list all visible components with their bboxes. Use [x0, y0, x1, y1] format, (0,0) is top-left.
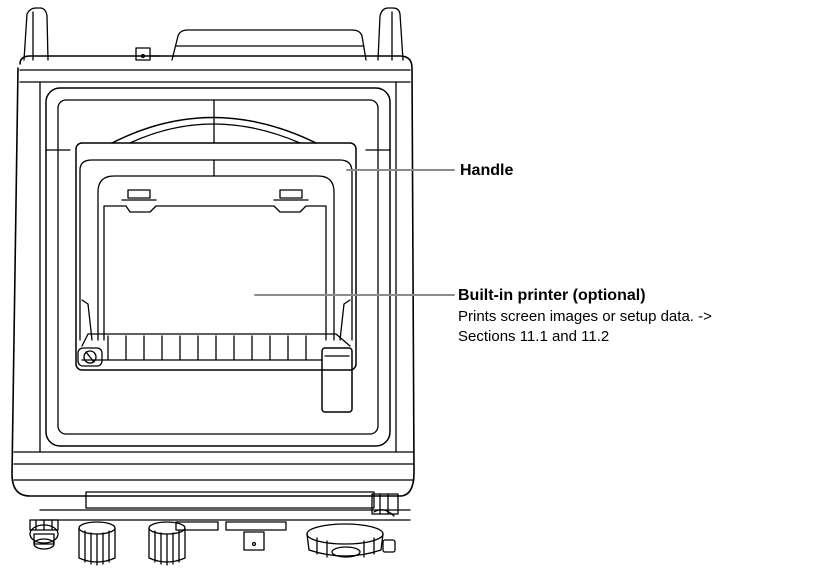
tear-bar-ribs	[107, 335, 307, 361]
knob-center-right	[148, 521, 186, 566]
printer-label: Built-in printer (optional)	[458, 287, 646, 304]
printer-description-line1: Prints screen images or setup data. ->	[458, 308, 712, 325]
knob-right	[306, 523, 396, 558]
printer-description-line2: Sections 11.1 and 11.2	[458, 328, 610, 345]
handle-label: Handle	[460, 162, 514, 179]
left-antenna	[23, 7, 49, 61]
main-housing	[11, 55, 415, 497]
handle-arch	[111, 99, 317, 144]
printer-window	[75, 142, 357, 413]
knob-center-left	[78, 521, 116, 566]
front-bezel	[45, 87, 391, 447]
knob-left	[29, 524, 59, 550]
right-antenna	[377, 7, 404, 61]
bottom-panel	[29, 491, 411, 551]
